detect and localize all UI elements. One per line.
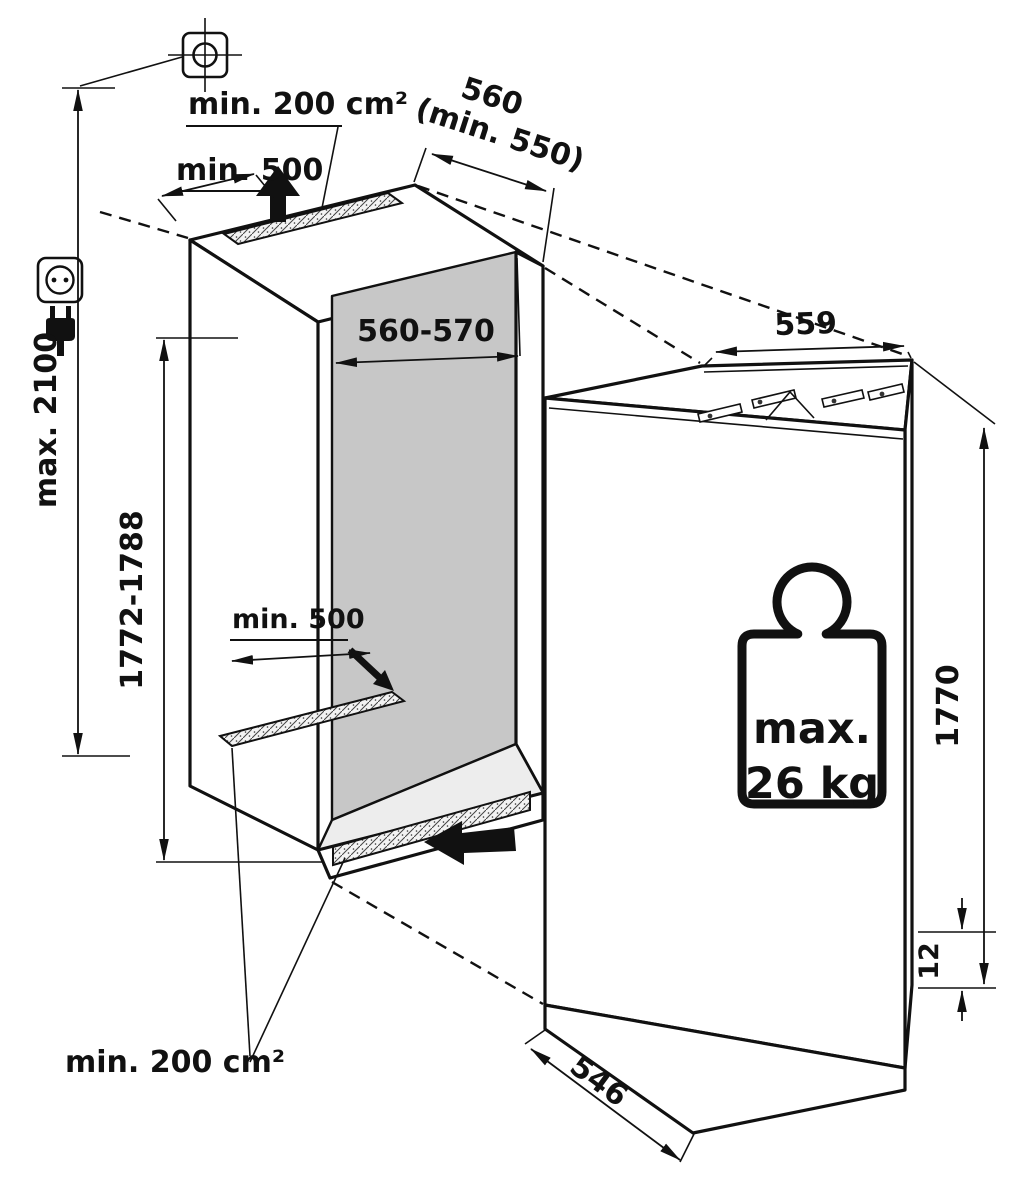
niche-width-label: 560-570 xyxy=(357,314,495,349)
wall-dashed-line xyxy=(99,210,189,240)
appliance-height-label: 1770 xyxy=(931,664,966,748)
alignment-dashed-top-inner xyxy=(544,266,701,365)
niche-left-panel xyxy=(188,238,320,852)
base-gap-label: 12 xyxy=(914,942,945,980)
appliance-drawing: max. 26 kg xyxy=(543,358,914,1135)
drill-template-icon xyxy=(79,18,242,92)
dim-top-clearance: min. 500 xyxy=(157,153,323,222)
dim-top-vent: min. 200 cm² xyxy=(186,87,408,209)
dim-base-gap: 12 xyxy=(914,898,996,1021)
dim-appliance-height: 1770 xyxy=(913,361,996,989)
top-vent-hatch xyxy=(221,191,405,246)
weight-icon: max. 26 kg xyxy=(737,562,887,809)
niche-height-label: 1772-1788 xyxy=(115,510,150,689)
alignment-dashed-bottom xyxy=(331,880,544,1006)
dim-bottom-vent: min. 200 cm² xyxy=(65,747,346,1080)
niche-drawing xyxy=(188,183,545,880)
floor-vent-hatch xyxy=(217,690,407,748)
dim-floor-clearance: min. 500 xyxy=(230,604,371,665)
hinge-hardware xyxy=(548,365,909,440)
dim-niche-width: 560-570 xyxy=(331,257,521,367)
plinth-vent-hatch xyxy=(332,790,531,867)
airflow-up-arrow-icon xyxy=(256,166,300,222)
appliance-width-label: 559 xyxy=(774,306,838,343)
weight-max-label: max. xyxy=(753,704,871,754)
weight-value-label: 26 kg xyxy=(745,759,879,809)
floor-clearance-label: min. 500 xyxy=(232,604,365,635)
construction-dashed-lines xyxy=(99,184,909,1006)
alignment-dashed-top-outer xyxy=(417,184,909,358)
plug-icon xyxy=(46,306,75,356)
ceiling-height-label: max. 2100 xyxy=(29,332,64,508)
dim-appliance-width: 559 xyxy=(703,306,912,367)
top-vent-label: min. 200 cm² xyxy=(188,87,408,122)
appliance-base xyxy=(543,1003,907,1135)
airflow-in-arrow-icon xyxy=(424,821,516,865)
top-clearance-label: min. 500 xyxy=(176,153,323,188)
bottom-vent-label: min. 200 cm² xyxy=(65,1045,285,1080)
dim-ceiling-height: max. 2100 xyxy=(29,87,130,757)
